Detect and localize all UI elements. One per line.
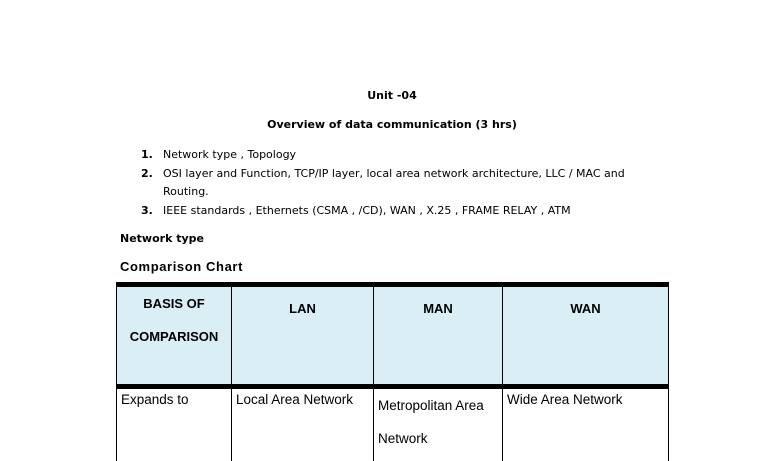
topic-item: 2. OSI layer and Function, TCP/IP layer,… (141, 165, 661, 202)
topic-text: OSI layer and Function, TCP/IP layer, lo… (163, 165, 661, 202)
cell-lan: Local Area Network (232, 387, 374, 461)
table-header-row: BASIS OF COMPARISON LAN MAN WAN (117, 285, 669, 387)
header-basis-line1: BASIS OF (117, 287, 231, 320)
topic-text: IEEE standards , Ethernets (CSMA , /CD),… (163, 202, 661, 221)
topic-number: 1. (141, 146, 163, 165)
comparison-table: BASIS OF COMPARISON LAN MAN WAN Expands … (116, 282, 669, 461)
topic-number: 2. (141, 165, 163, 202)
topic-list: 1. Network type , Topology 2. OSI layer … (141, 146, 661, 220)
chart-heading: Comparison Chart (120, 259, 243, 274)
topic-item: 1. Network type , Topology (141, 146, 661, 165)
section-heading: Network type (120, 232, 204, 245)
header-basis: BASIS OF COMPARISON (117, 285, 232, 387)
cell-man: Metropolitan Area Network (374, 387, 503, 461)
overview-title: Overview of data communication (3 hrs) (0, 118, 784, 131)
unit-title: Unit -04 (0, 89, 784, 102)
header-man: MAN (374, 285, 503, 387)
cell-basis: Expands to (117, 387, 232, 461)
header-lan: LAN (232, 285, 374, 387)
header-basis-line2: COMPARISON (117, 320, 231, 353)
header-wan: WAN (503, 285, 669, 387)
cell-wan: Wide Area Network (503, 387, 669, 461)
topic-number: 3. (141, 202, 163, 221)
table-row: Expands to Local Area Network Metropolit… (117, 387, 669, 461)
topic-item: 3. IEEE standards , Ethernets (CSMA , /C… (141, 202, 661, 221)
topic-text: Network type , Topology (163, 146, 661, 165)
